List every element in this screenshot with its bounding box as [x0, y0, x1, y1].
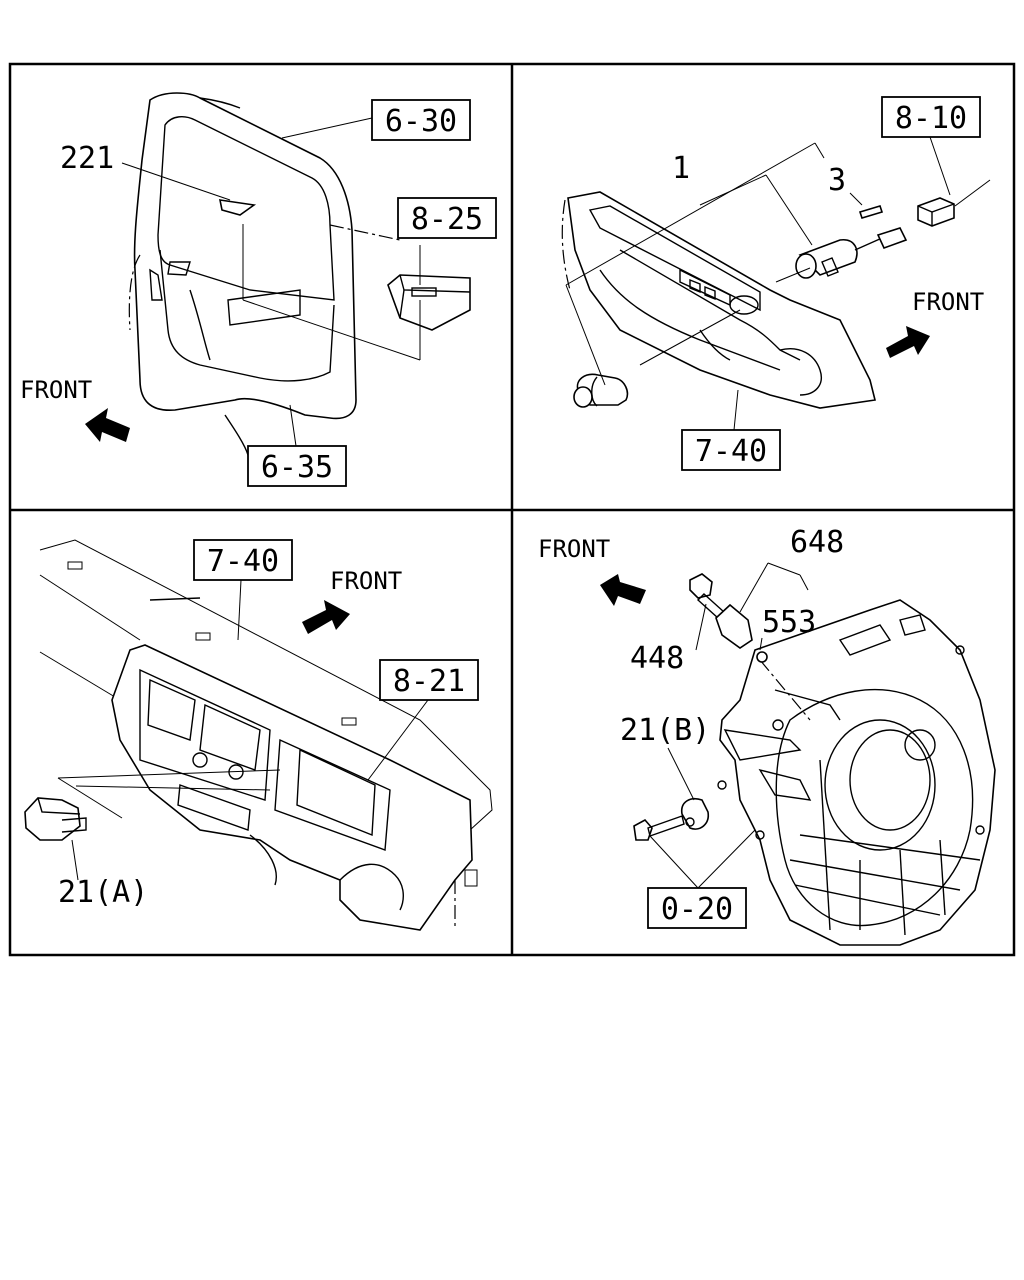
- callout-7-40: 7-40: [695, 434, 767, 469]
- housing-leader-lines: [649, 562, 809, 889]
- label-box: [397, 197, 497, 239]
- label-box: [681, 429, 781, 471]
- door-leader-lines: [121, 117, 421, 447]
- front-label: FRONT: [538, 535, 610, 563]
- front-arrow-icon: [302, 600, 350, 634]
- callout-3: 3: [828, 163, 846, 198]
- callout-7-40: 7-40: [207, 544, 279, 579]
- front-arrow-icon: [600, 574, 646, 606]
- callout-553: 553: [762, 605, 816, 640]
- callout-648: 648: [790, 525, 844, 560]
- sensor-21b-illustration: [633, 798, 710, 841]
- sensor-648-illustration: [715, 603, 768, 663]
- callout-221: 221: [60, 141, 114, 176]
- connector-8-10-illustration: [917, 197, 955, 227]
- dash-panel-illustration: [561, 191, 876, 409]
- panel-grid: [8, 62, 1016, 957]
- callout-21a: 21(A): [58, 875, 148, 910]
- panel-housing: FRONT 0-20 648 553 448 21(B): [538, 525, 996, 946]
- callout-6-30: 6-30: [385, 104, 457, 139]
- front-arrow-icon: [886, 326, 930, 358]
- front-arrow-door: FRONT: [20, 376, 130, 442]
- front-arrow-icon: [85, 408, 130, 442]
- front-arrow-instrument: FRONT: [302, 567, 402, 634]
- front-arrow-lighter: FRONT: [886, 288, 984, 358]
- front-label: FRONT: [330, 567, 402, 595]
- lighter-leader-lines: [565, 136, 991, 431]
- callout-21b: 21(B): [620, 713, 710, 748]
- panel-instrument: FRONT 7-40 8-21 21(A): [24, 539, 493, 931]
- switch-21a-illustration: [24, 797, 87, 841]
- bolt-448-illustration: [689, 573, 726, 619]
- callout-8-10: 8-10: [895, 101, 967, 136]
- lighter-knob-illustration: [573, 373, 629, 408]
- callout-8-25: 8-25: [411, 202, 483, 237]
- panel-lighter: FRONT 8-10 7-40 1 3: [561, 96, 991, 471]
- instrument-leader-lines: [57, 579, 429, 881]
- flywheel-housing-illustration: [717, 599, 996, 946]
- label-box: [647, 887, 747, 929]
- callout-0-20: 0-20: [661, 892, 733, 927]
- front-arrow-housing: FRONT: [538, 535, 646, 606]
- front-label: FRONT: [20, 376, 92, 404]
- part-221-shape: [218, 199, 257, 216]
- label-box: [247, 445, 347, 487]
- label-box: [193, 539, 293, 581]
- front-label: FRONT: [912, 288, 984, 316]
- label-box: [881, 96, 981, 138]
- callout-1: 1: [672, 151, 690, 186]
- label-box: [371, 99, 471, 141]
- lighter-socket-illustration: [795, 205, 908, 279]
- label-box: [379, 659, 479, 701]
- door-illustration: [128, 92, 401, 456]
- switch-8-25-illustration: [387, 274, 471, 331]
- callout-8-21: 8-21: [393, 664, 465, 699]
- panel-door: FRONT 6-30 8-25 6-35 221: [20, 92, 497, 487]
- callout-6-35: 6-35: [261, 450, 333, 485]
- instrument-panel-illustration: [39, 539, 493, 931]
- callout-448: 448: [630, 641, 684, 676]
